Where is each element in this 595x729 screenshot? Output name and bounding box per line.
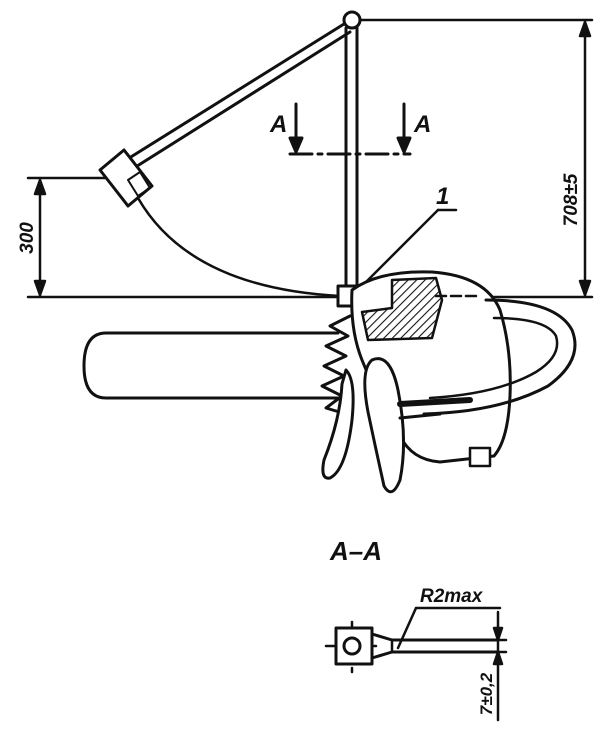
pendulum-rig bbox=[98, 10, 392, 308]
height-dimension-label: 708±5 bbox=[561, 173, 582, 226]
eye-bracket bbox=[334, 626, 374, 666]
radius-note: R2max bbox=[420, 586, 484, 607]
part-number-label: 1 bbox=[436, 183, 449, 210]
drop-dimension bbox=[26, 176, 338, 299]
section-detail bbox=[324, 606, 508, 722]
section-label-left: A bbox=[269, 111, 287, 138]
part-leader bbox=[360, 208, 458, 288]
swing-arc bbox=[136, 196, 342, 298]
guide-bar bbox=[82, 331, 340, 400]
drop-dimension-label: 300 bbox=[17, 222, 38, 254]
pendulum-weight bbox=[98, 148, 154, 208]
rear-handle bbox=[422, 298, 577, 416]
height-dimension bbox=[358, 18, 594, 299]
pivot-joint bbox=[342, 10, 362, 30]
thickness-dimension-label: 7±0,2 bbox=[477, 672, 496, 715]
section-title: A–A bbox=[329, 536, 382, 566]
pendulum-arm bbox=[124, 22, 346, 162]
section-indicator bbox=[288, 102, 412, 156]
hatched-section bbox=[360, 276, 444, 342]
section-label-right: A bbox=[413, 111, 431, 138]
saw-chain-teeth bbox=[320, 314, 352, 416]
chainsaw bbox=[82, 270, 577, 494]
front-handle bbox=[363, 357, 406, 494]
